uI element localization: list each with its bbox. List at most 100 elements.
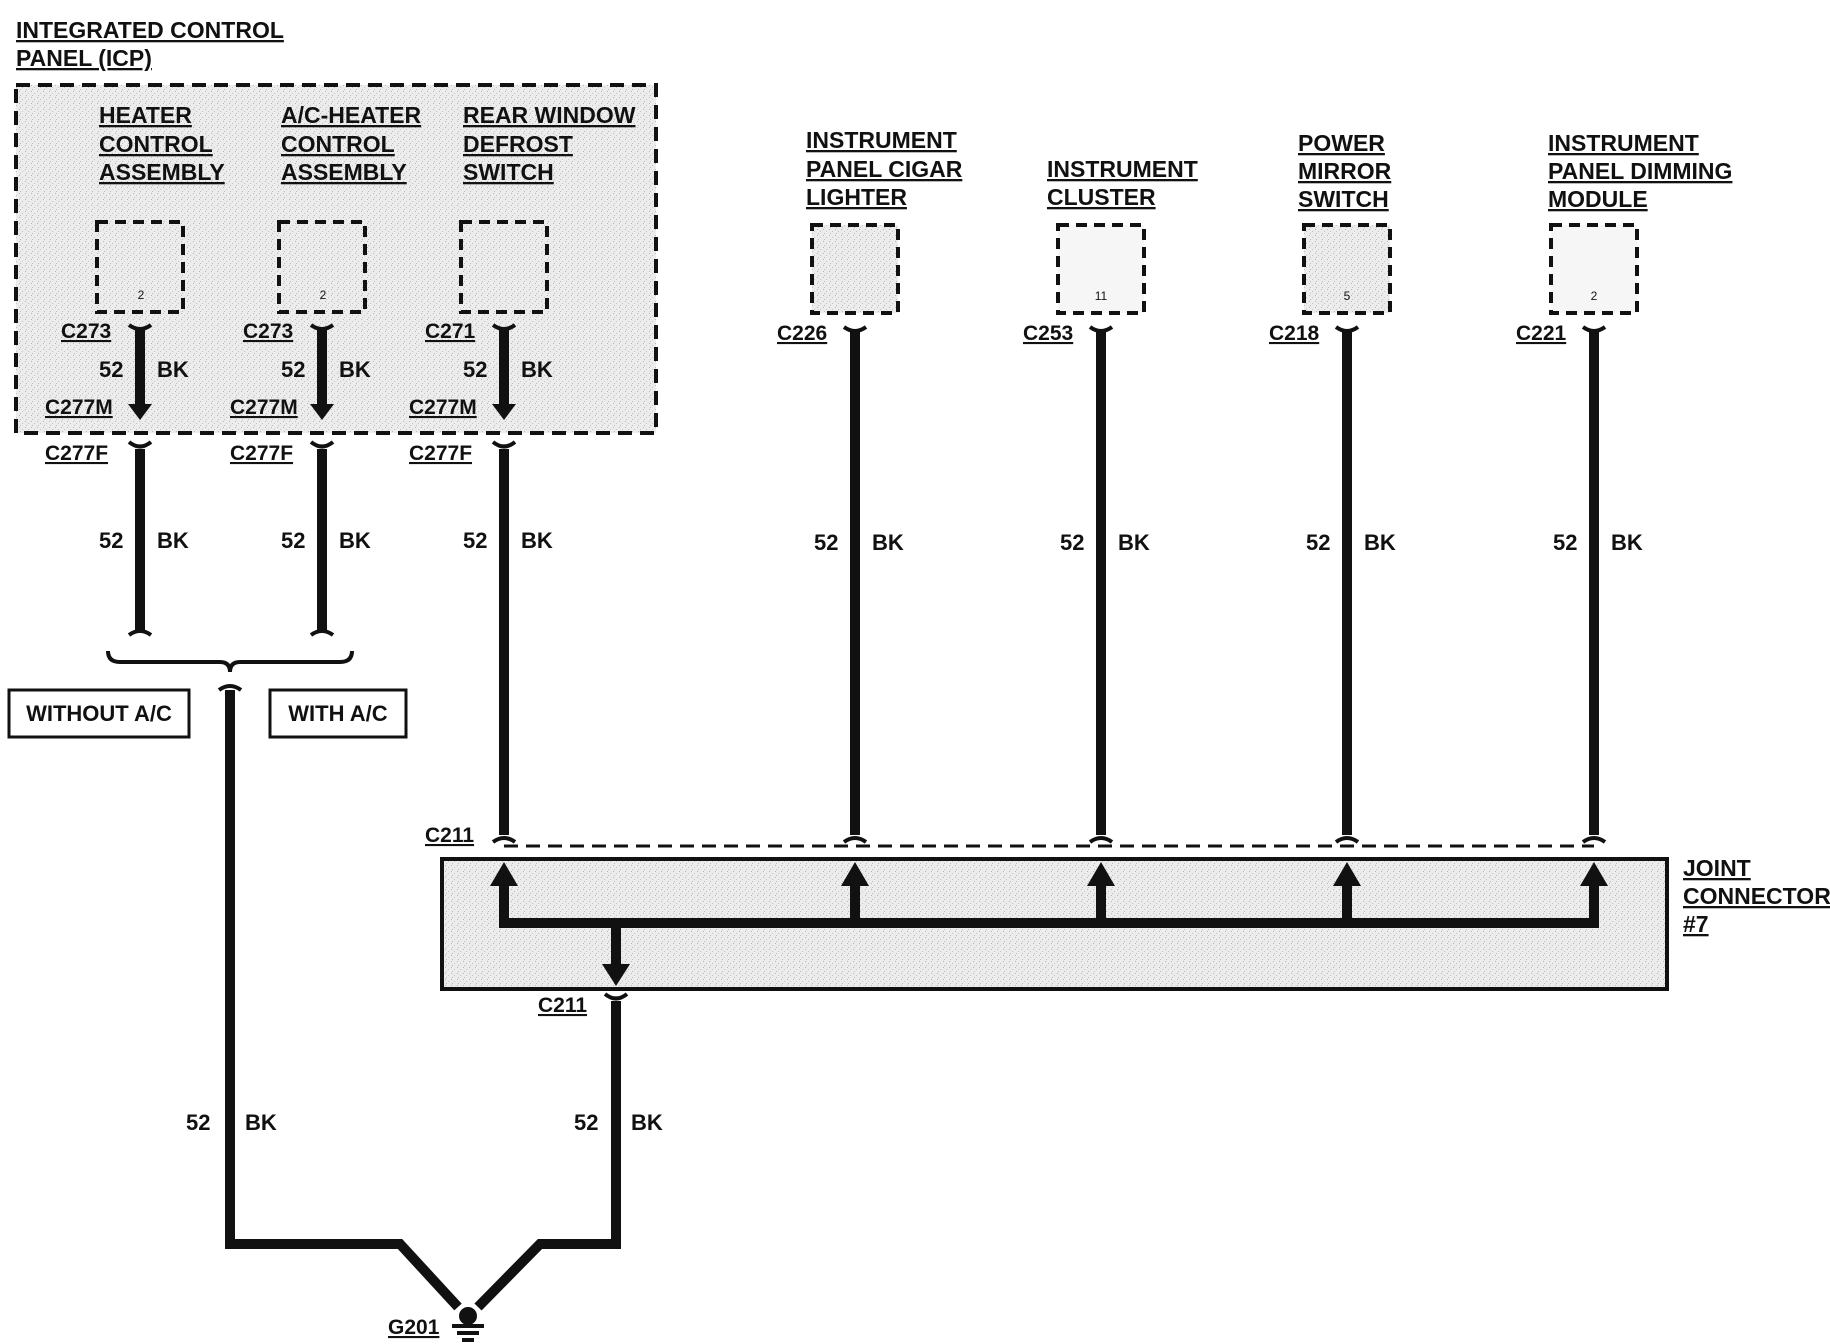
c211-lower-label: C211 xyxy=(538,994,587,1017)
cigar-lighter-connector: C226 xyxy=(777,322,827,345)
without-ac-box xyxy=(7,688,191,739)
svg-text:BK: BK xyxy=(1611,530,1643,555)
svg-text:52: 52 xyxy=(1553,530,1577,555)
c277f-defrost-terminal xyxy=(491,440,517,449)
svg-text:BK: BK xyxy=(631,1110,663,1135)
svg-text:ASSEMBLY: ASSEMBLY xyxy=(99,159,225,185)
svg-text:52: 52 xyxy=(1306,530,1330,555)
c277f-heater-label: C277F xyxy=(45,442,108,465)
ground-wire-labels: 52 BK 52 BK xyxy=(186,1110,663,1135)
svg-text:BK: BK xyxy=(1364,530,1396,555)
c277f-heater-terminal xyxy=(127,440,153,449)
instrument-cluster-box xyxy=(1056,223,1146,315)
svg-text:52: 52 xyxy=(1060,530,1084,555)
svg-text:PANEL DIMMING: PANEL DIMMING xyxy=(1548,158,1732,184)
ac-option-terminal xyxy=(309,629,335,637)
wire-option-to-ground xyxy=(225,690,462,1311)
c211-lower-terminal xyxy=(603,992,629,1001)
svg-text:BK: BK xyxy=(1118,530,1150,555)
icp-title-line2: PANEL (ICP) xyxy=(16,45,152,71)
svg-text:CONNECTOR: CONNECTOR xyxy=(1683,883,1830,909)
c277f-ac-label: C277F xyxy=(230,442,293,465)
c277f-defrost-label: C277F xyxy=(409,442,472,465)
c277m-defrost-label: C277M xyxy=(409,396,477,419)
rear-window-defrost-switch-label: REAR WINDOW DEFROST SWITCH xyxy=(463,102,636,185)
svg-text:ASSEMBLY: ASSEMBLY xyxy=(281,159,407,185)
with-ac-box xyxy=(268,688,408,739)
svg-text:52: 52 xyxy=(463,528,487,553)
c211-defrost-terminal xyxy=(491,836,517,844)
c211-mirror-terminal xyxy=(1334,836,1360,844)
svg-text:52: 52 xyxy=(463,357,487,382)
heater-control-box xyxy=(95,220,185,314)
c277f-ac-terminal xyxy=(309,440,335,449)
svg-text:LIGHTER: LIGHTER xyxy=(806,184,907,210)
power-mirror-pin: 5 xyxy=(1344,289,1351,303)
dimming-module-pin: 2 xyxy=(1591,289,1598,303)
c277m-heater-label: C277M xyxy=(45,396,113,419)
svg-text:BK: BK xyxy=(245,1110,277,1135)
svg-text:BK: BK xyxy=(872,530,904,555)
option-bracket xyxy=(106,650,354,673)
mid-wire-labels: 52 BK 52 BK 52 BK 52 BK 52 BK 52 BK 52 B… xyxy=(99,528,1643,555)
svg-text:MODULE: MODULE xyxy=(1548,186,1648,212)
cigar-lighter-box xyxy=(810,223,900,315)
svg-text:BK: BK xyxy=(521,357,553,382)
c273-ac-terminal xyxy=(309,323,335,331)
svg-text:SWITCH: SWITCH xyxy=(463,159,554,185)
svg-text:52: 52 xyxy=(99,528,123,553)
power-mirror-switch-label: POWER MIRROR SWITCH xyxy=(1298,130,1392,212)
svg-text:REAR WINDOW: REAR WINDOW xyxy=(463,102,636,128)
svg-text:INSTRUMENT: INSTRUMENT xyxy=(1047,156,1198,182)
c277m-heater-arrow xyxy=(128,404,152,420)
ac-heater-control-connector: C273 xyxy=(243,320,293,343)
c277m-ac-arrow xyxy=(310,404,334,420)
jc-arrow-cigar xyxy=(841,862,869,886)
heater-control-assembly-label: HEATER CONTROL ASSEMBLY xyxy=(99,102,225,185)
c211-dimming-terminal xyxy=(1581,836,1607,844)
heater-control-connector: C273 xyxy=(61,320,111,343)
svg-text:52: 52 xyxy=(186,1110,210,1135)
svg-text:52: 52 xyxy=(99,357,123,382)
c277m-defrost-arrow xyxy=(492,404,516,420)
power-mirror-connector: C218 xyxy=(1269,322,1320,345)
c253-terminal xyxy=(1088,325,1114,333)
wire-c211-to-ground xyxy=(474,1001,621,1311)
option-bracket-terminal xyxy=(217,684,243,692)
heater-option-terminal xyxy=(127,629,153,637)
g201-label: G201 xyxy=(388,1316,440,1339)
jc-arrow-ground xyxy=(602,964,630,986)
svg-text:52: 52 xyxy=(281,357,305,382)
dimming-module-connector: C221 xyxy=(1516,322,1567,345)
instrument-cluster-connector: C253 xyxy=(1023,322,1073,345)
svg-text:BK: BK xyxy=(521,528,553,553)
without-ac-label: WITHOUT A/C xyxy=(26,701,172,726)
svg-text:BK: BK xyxy=(157,357,189,382)
ac-heater-control-pin: 2 xyxy=(320,288,327,302)
jc-arrow-cluster xyxy=(1087,862,1115,886)
dimming-module-box xyxy=(1549,223,1639,315)
svg-text:INSTRUMENT: INSTRUMENT xyxy=(806,127,957,153)
jc-arrow-defrost xyxy=(490,862,518,886)
svg-text:CONTROL: CONTROL xyxy=(99,131,213,157)
svg-text:SWITCH: SWITCH xyxy=(1298,186,1389,212)
ac-heater-control-box xyxy=(277,220,367,314)
ac-heater-control-assembly-label: A/C-HEATER CONTROL ASSEMBLY xyxy=(281,102,422,185)
svg-text:BK: BK xyxy=(339,357,371,382)
svg-text:52: 52 xyxy=(574,1110,598,1135)
svg-text:POWER: POWER xyxy=(1298,130,1385,156)
ground-symbol-icon xyxy=(452,1307,484,1342)
c211-cigar-terminal xyxy=(842,836,868,844)
heater-control-pin: 2 xyxy=(138,288,145,302)
svg-text:BK: BK xyxy=(157,528,189,553)
svg-text:CONTROL: CONTROL xyxy=(281,131,395,157)
svg-text:52: 52 xyxy=(281,528,305,553)
svg-text:52: 52 xyxy=(814,530,838,555)
rear-defrost-connector: C271 xyxy=(425,320,476,343)
svg-text:INSTRUMENT: INSTRUMENT xyxy=(1548,130,1699,156)
icp-title-line1: INTEGRATED CONTROL xyxy=(16,17,284,43)
svg-text:HEATER: HEATER xyxy=(99,102,192,128)
joint-connector-bus xyxy=(499,880,1599,928)
instrument-cluster-label: INSTRUMENT CLUSTER xyxy=(1047,156,1198,210)
